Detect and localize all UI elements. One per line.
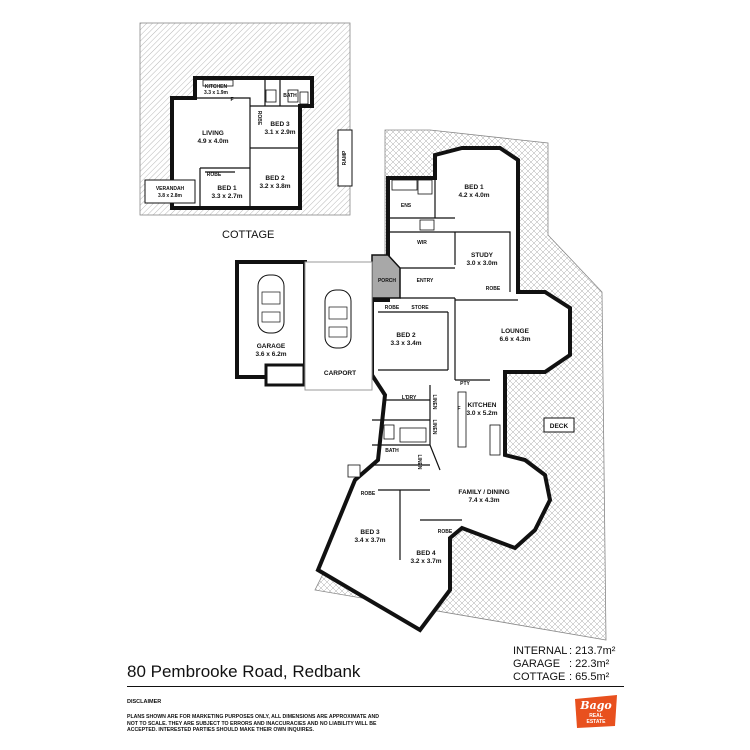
kitchen-label: KITCHEN	[468, 402, 497, 409]
divider	[127, 686, 624, 687]
bed2-robe-label: ROBE	[385, 305, 400, 311]
main-house: BED 1 4.2 x 4.0m ENS WIR STUDY 3.0 x 3.0…	[235, 129, 607, 641]
cottage-fridge-label: F	[230, 97, 233, 103]
cottage-bed1-robe-label: ROBE	[207, 172, 222, 178]
ldry-label: L'DRY	[402, 395, 417, 401]
cottage-ramp-label: RAMP	[342, 150, 348, 165]
area-label: INTERNAL	[513, 645, 568, 657]
deck-label-box	[543, 417, 575, 433]
car-icon	[257, 274, 285, 334]
kitchen-fridge-label: F	[457, 406, 460, 412]
bed4-robe-label: ROBE	[438, 529, 453, 535]
cottage-bed3-label: BED 3	[270, 121, 290, 128]
garage-dim: 3.6 x 6.2m	[255, 351, 286, 358]
family-dim: 7.4 x 4.3m	[468, 497, 499, 504]
study-dim: 3.0 x 3.0m	[466, 260, 497, 267]
bed4-dim: 3.2 x 3.7m	[410, 558, 441, 565]
bed2-dim: 3.3 x 3.4m	[390, 340, 421, 347]
bed2-label: BED 2	[396, 332, 416, 339]
cottage-bed3-dim: 3.1 x 2.9m	[264, 129, 295, 136]
area-label: GARAGE	[513, 658, 561, 670]
bed3-label: BED 3	[360, 529, 380, 536]
lounge-dim: 6.6 x 4.3m	[499, 336, 530, 343]
cottage-bed1-dim: 3.3 x 2.7m	[211, 193, 242, 200]
disclaimer-title: DISCLAIMER	[127, 699, 162, 705]
area-row-internal: INTERNAL : 213.7m²	[513, 645, 623, 658]
cottage-verandah-dim: 3.8 x 2.8m	[158, 193, 182, 199]
wir-label: WIR	[417, 240, 427, 246]
cottage-verandah-label: VERANDAH	[156, 186, 185, 192]
area-value: : 65.5m²	[569, 671, 610, 683]
ens-label: ENS	[401, 203, 412, 209]
cottage-title: COTTAGE	[222, 229, 274, 241]
cottage-bed2-dim: 3.2 x 3.8m	[259, 183, 290, 190]
deck-label: DECK	[550, 423, 569, 430]
study-robe-label: ROBE	[486, 286, 501, 292]
kitchen-dim: 3.0 x 5.2m	[466, 410, 497, 417]
agency-logo: Bago REAL ESTATE	[575, 695, 617, 728]
bed3-dim: 3.4 x 3.7m	[354, 537, 385, 544]
lounge-label: LOUNGE	[501, 328, 529, 335]
logo-line-3: ESTATE	[587, 719, 607, 725]
garage-label: GARAGE	[257, 343, 286, 350]
logo-line-1: Bago	[579, 699, 611, 712]
cottage-kitchen-dim: 3.3 x 1.9m	[204, 90, 228, 96]
cottage: KITCHEN 3.3 x 1.9m BATH F BED 3 3.1 x 2.…	[139, 22, 353, 216]
bath-label: BATH	[385, 448, 399, 454]
bed3-robe-label: ROBE	[361, 491, 376, 497]
area-row-garage: GARAGE : 22.3m²	[513, 658, 623, 671]
bed1-dim: 4.2 x 4.0m	[458, 192, 489, 199]
pty-label: PTY	[460, 381, 470, 387]
area-summary: INTERNAL : 213.7m² GARAGE : 22.3m² COTTA…	[513, 645, 623, 684]
entry-label: ENTRY	[417, 278, 434, 284]
cottage-living-label: LIVING	[202, 130, 224, 137]
logo-line-2: REAL	[589, 713, 603, 719]
area-value: : 213.7m²	[569, 645, 616, 657]
area-label: COTTAGE	[513, 671, 566, 683]
car-icon	[324, 289, 352, 349]
carport-label: CARPORT	[324, 370, 356, 377]
porch-label: PORCH	[378, 278, 396, 284]
property-address: 80 Pembrooke Road, Redbank	[127, 662, 361, 681]
study-label: STUDY	[471, 252, 494, 259]
cottage-verandah	[144, 179, 196, 204]
cottage-bath-label: BATH	[283, 93, 297, 99]
cottage-building	[170, 76, 314, 210]
disclaimer-text: Plans shown are for marketing purposes o…	[127, 714, 379, 733]
linen-label: LINEN	[431, 395, 437, 410]
linen-label: LINEN	[416, 455, 422, 470]
area-value: : 22.3m²	[569, 658, 610, 670]
store-label: STORE	[411, 305, 429, 311]
bed1-label: BED 1	[464, 184, 484, 191]
cottage-bed2-label: BED 2	[265, 175, 285, 182]
house-footprint	[315, 146, 572, 633]
cottage-bed1-label: BED 1	[217, 185, 237, 192]
family-label: FAMILY / DINING	[458, 489, 509, 496]
linen-label: LINEN	[431, 420, 437, 435]
area-row-cottage: COTTAGE : 65.5m²	[513, 671, 623, 684]
cottage-robe-label: ROBE	[256, 111, 262, 126]
cottage-living-dim: 4.9 x 4.0m	[197, 138, 228, 145]
cottage-ramp	[337, 129, 353, 187]
cottage-kitchen-label: KITCHEN	[205, 84, 228, 90]
bed4-label: BED 4	[416, 550, 436, 557]
